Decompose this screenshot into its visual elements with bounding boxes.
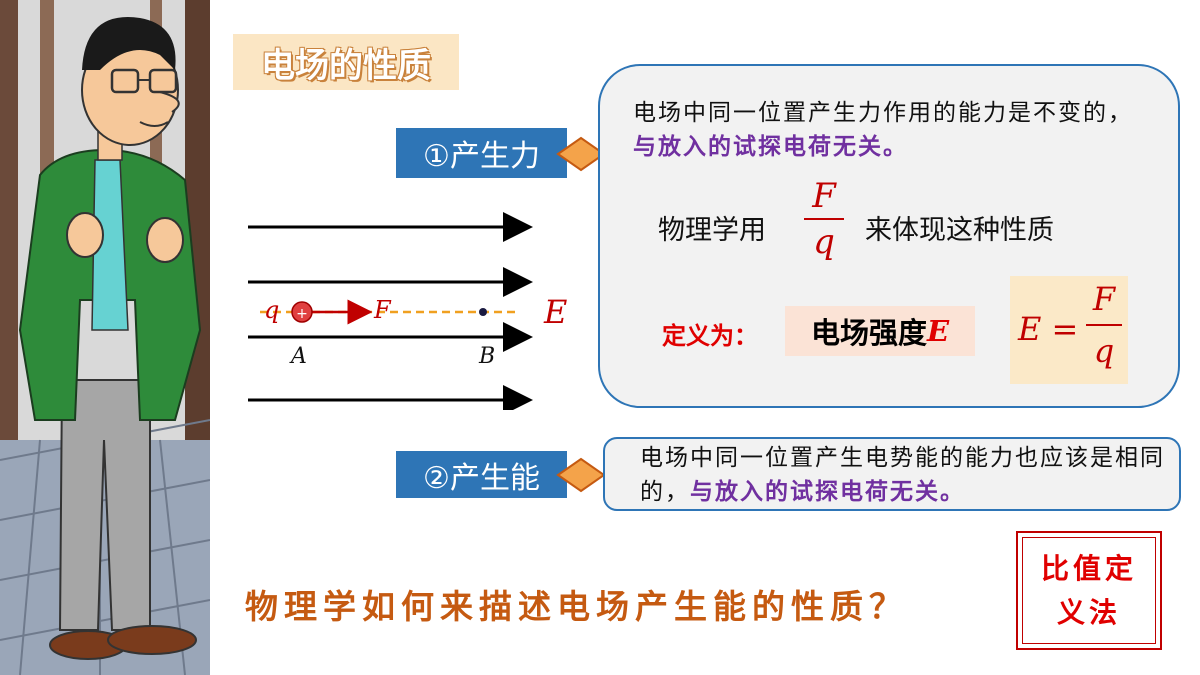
fraction-numerator: F: [812, 176, 836, 216]
highlight-text: 与放入的试探电荷无关。: [633, 133, 908, 160]
formula-denominator: q: [1093, 332, 1115, 370]
formula-numerator: F: [1092, 280, 1116, 318]
point-b-label: B: [479, 344, 496, 369]
energy-property-text: 电场中同一位置产生电势能的能力也应该是相同的，与放入的试探电荷无关。: [640, 445, 1165, 505]
charge-sign: +: [296, 306, 308, 322]
point-b-dot: [479, 308, 487, 316]
method-stamp: 比值定 义法: [1016, 531, 1162, 650]
formula-fraction: F q: [1084, 280, 1124, 370]
test-charge: [291, 301, 313, 323]
fraction-denominator: q: [813, 222, 835, 262]
property-energy-bubble: [603, 437, 1181, 511]
fraction-bar: [804, 218, 844, 220]
ratio-fraction: F q: [800, 176, 848, 262]
method-line-1: 比值定: [1040, 551, 1137, 585]
phys-prefix: 物理学用: [658, 215, 766, 246]
phys-suffix: 来体现这种性质: [865, 215, 1054, 246]
formula-lhs: E =: [1018, 310, 1079, 348]
force-property-text: 电场中同一位置产生力作用的能力是不变的，与放入的试探电荷无关。: [633, 100, 1133, 160]
point-a-label: A: [291, 344, 307, 369]
force-label: F: [374, 296, 391, 324]
electric-field-diagram: +: [248, 212, 533, 410]
slide-title: 电场的性质: [233, 34, 459, 90]
formula-bar: [1086, 324, 1122, 326]
tag-produce-force: ①产生力: [396, 128, 567, 178]
field-strength-formula: E = F q: [1010, 276, 1128, 384]
highlight-text: 与放入的试探电荷无关。: [690, 478, 965, 505]
field-symbol: E: [544, 293, 568, 331]
tag-produce-energy: ②产生能: [396, 451, 567, 498]
method-line-2: 义法: [1056, 595, 1121, 629]
field-strength-symbol: E: [926, 314, 950, 348]
teacher-illustration: [0, 0, 210, 675]
charge-label: q: [264, 296, 280, 324]
definition-label: 定义为：: [662, 322, 758, 350]
field-strength-text: 电场强度: [810, 316, 927, 350]
question-text: 物理学如何来描述电场产生能的性质？: [245, 587, 908, 626]
